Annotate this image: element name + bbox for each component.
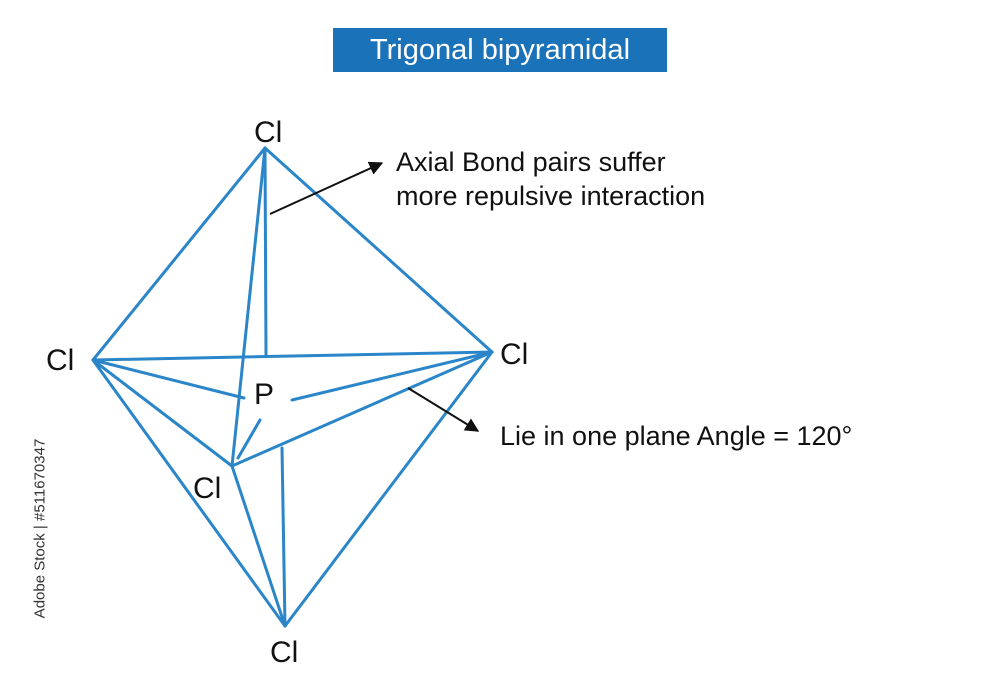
axial-arrow bbox=[269, 161, 384, 215]
edge-top-front bbox=[230, 146, 267, 468]
atom-bottom-cl: Cl bbox=[270, 636, 299, 669]
axial-note-line1: Axial Bond pairs suffer bbox=[396, 147, 666, 177]
edge-top-right bbox=[263, 146, 494, 354]
axial-note-line2: more repulsive interaction bbox=[396, 180, 706, 211]
edge-bottom-right bbox=[283, 350, 494, 628]
bond-p-bottom bbox=[280, 446, 287, 628]
edge-equatorial-right-front bbox=[230, 350, 494, 468]
bond-p-front bbox=[236, 418, 262, 460]
title-background bbox=[333, 28, 667, 72]
bond-p-right bbox=[290, 350, 494, 402]
atom-top-cl: Cl bbox=[254, 116, 283, 149]
stock-watermark-id: Adobe Stock | #511670347 bbox=[31, 438, 49, 619]
edge-equatorial-left-front bbox=[91, 358, 234, 468]
edge-equatorial-left-right bbox=[91, 350, 494, 362]
atom-front-cl: Cl bbox=[193, 472, 222, 505]
bond-p-left bbox=[91, 358, 246, 400]
equatorial-note: Lie in one plane Angle = 120° bbox=[500, 421, 853, 451]
atom-central-p: P bbox=[254, 378, 275, 411]
diagram-title: Trigonal bipyramidal bbox=[369, 33, 631, 66]
edge-front-bottom bbox=[230, 464, 287, 628]
edge-bottom-left bbox=[91, 358, 287, 628]
equatorial-arrow bbox=[407, 387, 480, 432]
bond-p-top bbox=[263, 146, 268, 358]
atom-right-cl: Cl bbox=[500, 338, 529, 371]
edge-top-left bbox=[91, 146, 267, 362]
atom-left-cl: Cl bbox=[46, 344, 75, 377]
axial-note: Axial Bond pairs suffer more repulsive i… bbox=[396, 146, 705, 214]
